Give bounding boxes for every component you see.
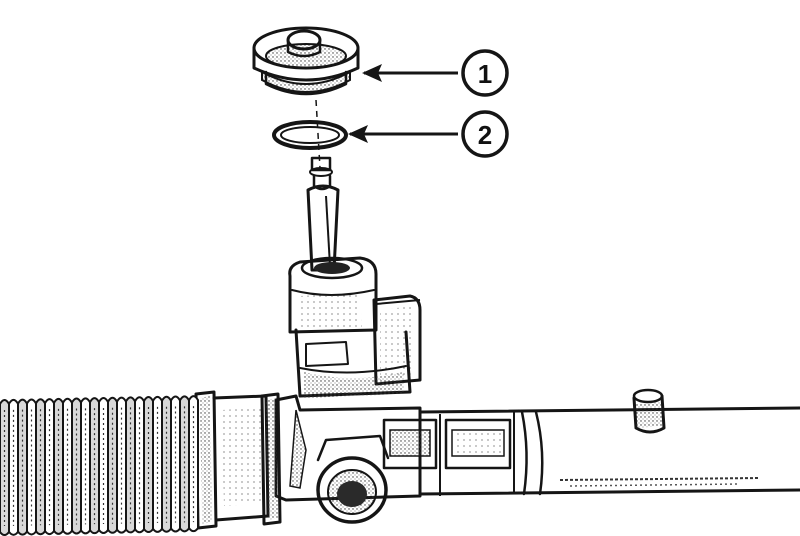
- dust-cap: [252, 26, 360, 96]
- callout-1-label: 1: [478, 59, 492, 89]
- rack-body: [274, 394, 515, 524]
- bellows-rib: [188, 395, 199, 533]
- rack-boot-bellows: [0, 395, 199, 536]
- callout-1: 1: [461, 49, 509, 97]
- valve-housing: [288, 256, 422, 398]
- callout-2-label: 2: [478, 120, 492, 150]
- pinion-shaft: [306, 156, 340, 272]
- callout-arrow-1: [362, 64, 458, 82]
- boot-clamp: [194, 390, 282, 530]
- rack-housing: [418, 388, 800, 496]
- o-ring: [272, 120, 348, 150]
- callout-2: 2: [461, 110, 509, 158]
- callout-arrow-2: [348, 125, 458, 143]
- assembly-axis: [315, 99, 321, 169]
